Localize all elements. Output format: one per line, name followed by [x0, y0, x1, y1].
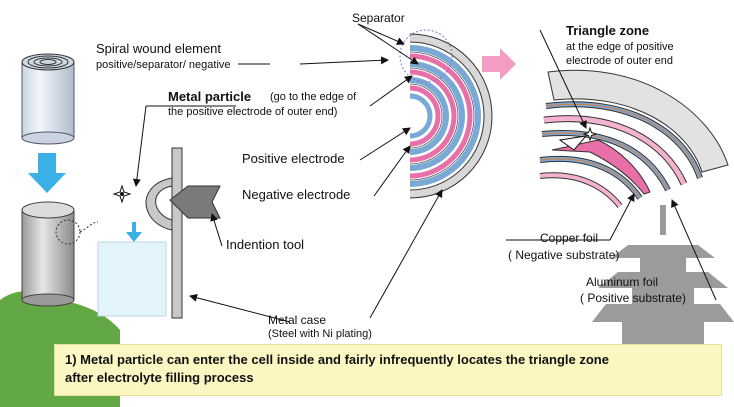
electrode-stack: [399, 29, 493, 199]
pagoda-silhouette: [592, 205, 734, 344]
caption-box: 1) Metal particle can enter the cell ins…: [54, 344, 722, 396]
indention-tool: [169, 185, 221, 219]
dent-curve: [145, 177, 173, 231]
leader-lines: [132, 23, 717, 323]
label-positive-electrode: Positive electrode: [242, 151, 345, 166]
arrow-pink: [482, 48, 516, 80]
down-arrow-blue: [28, 153, 66, 193]
label-spiral-sub: positive/separator/ negative: [96, 59, 231, 71]
label-metal-particle-rest-1: (go to the edge of: [270, 91, 357, 103]
zone-particle-star: [582, 126, 598, 142]
label-metal-case-1: Metal case: [268, 313, 327, 327]
label-metal-particle-rest-2: the positive electrode of outer end): [168, 106, 338, 118]
label-triangle-sub-1: at the edge of positive: [566, 41, 674, 53]
label-metal-particle-bold: Metal particle: [168, 89, 252, 104]
label-copper-foil-1: Copper foil: [540, 231, 599, 245]
label-copper-foil-2: ( Negative substrate): [508, 248, 620, 262]
metal-can: [21, 201, 99, 307]
label-negative-electrode: Negative electrode: [242, 187, 351, 202]
can-wall: [171, 147, 183, 319]
label-triangle-zone: Triangle zone: [566, 23, 650, 38]
label-triangle-sub-2: electrode of outer end: [566, 55, 674, 67]
electrolyte-panel: [97, 241, 167, 317]
label-aluminum-foil-1: Aluminum foil: [586, 275, 659, 289]
label-separator: Separator: [352, 11, 405, 25]
caption-line-1: 1) Metal particle can enter the cell ins…: [65, 352, 609, 367]
label-spiral-title: Spiral wound element: [96, 41, 222, 56]
metal-particle-star: [112, 184, 132, 204]
triangle-zone-zoom: [539, 69, 729, 208]
spiral-cylinder: [21, 53, 75, 145]
label-aluminum-foil-2: ( Positive substrate): [580, 291, 687, 305]
label-indention-tool: Indention tool: [226, 237, 305, 252]
caption-line-2: after electrolyte filling process: [65, 369, 254, 385]
label-metal-case-2: (Steel with Ni plating): [268, 328, 372, 340]
blue-arrow-small: [126, 222, 142, 242]
